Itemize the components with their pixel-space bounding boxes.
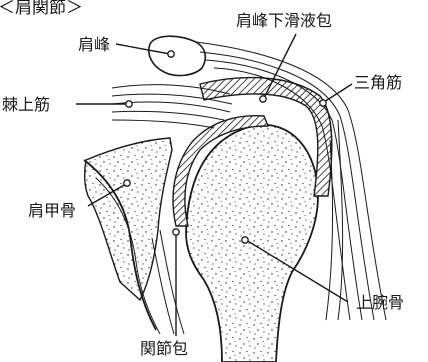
scapula-shape [85, 138, 172, 300]
diagram-title: ＜肩関節＞ [0, 0, 83, 18]
label-scapula: 肩甲骨 [28, 201, 76, 220]
label-deltoid: 三角筋 [354, 73, 402, 92]
leader-supraspinatus [76, 101, 132, 107]
label-subacromial-bursa: 肩峰下滑液包 [236, 11, 332, 30]
label-humerus: 上腕骨 [356, 293, 404, 312]
leader-joint-capsule [173, 229, 179, 336]
label-joint-capsule: 関節包 [140, 339, 188, 358]
label-acromion: 肩峰 [78, 35, 110, 54]
label-supraspinatus: 棘上筋 [2, 95, 50, 114]
